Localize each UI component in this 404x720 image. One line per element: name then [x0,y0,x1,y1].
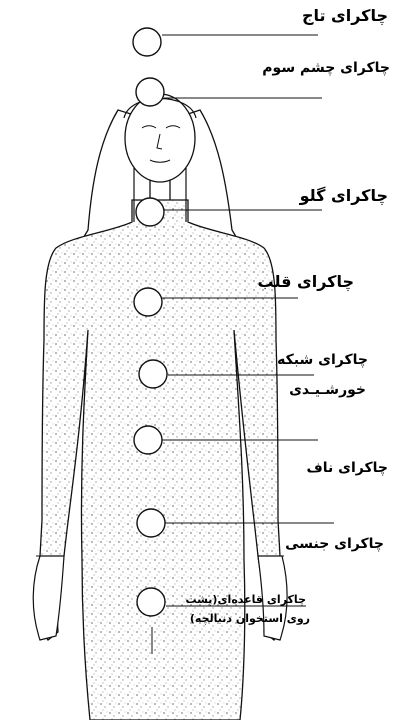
left-hand [33,556,64,640]
label-crown-chakra: چاکرای تاج [302,6,388,26]
chakra-root-circle [137,588,165,616]
label-heart-chakra: چاکرای قلب [258,272,354,292]
label-throat-chakra: چاکرای گلو [300,186,388,206]
chakra-crown-circle [133,28,161,56]
label-third-eye-chakra: چاکرای چشم سوم [262,60,390,78]
label-solar-chakra-line2: خورشـیـدی [289,382,366,400]
chakra-heart-circle [134,288,162,316]
chakra-sacral-circle [137,509,165,537]
chakra-navel-circle [134,426,162,454]
label-root-chakra-line2: روی استخوان دنبالچه) [190,612,310,626]
chakra-third-eye-circle [136,78,164,106]
label-solar-chakra-line1: چاکرای شبکه [277,352,368,370]
label-root-chakra-line1: چاکرای قاعده‌ای(پشت [185,593,306,607]
label-sacral-chakra: چاکرای جنسی [285,536,384,554]
body-silhouette [36,200,284,720]
chakra-throat-circle [136,198,164,226]
head [125,94,195,182]
label-navel-chakra: چاکرای ناف [307,460,388,478]
chakra-solar-circle [139,360,167,388]
